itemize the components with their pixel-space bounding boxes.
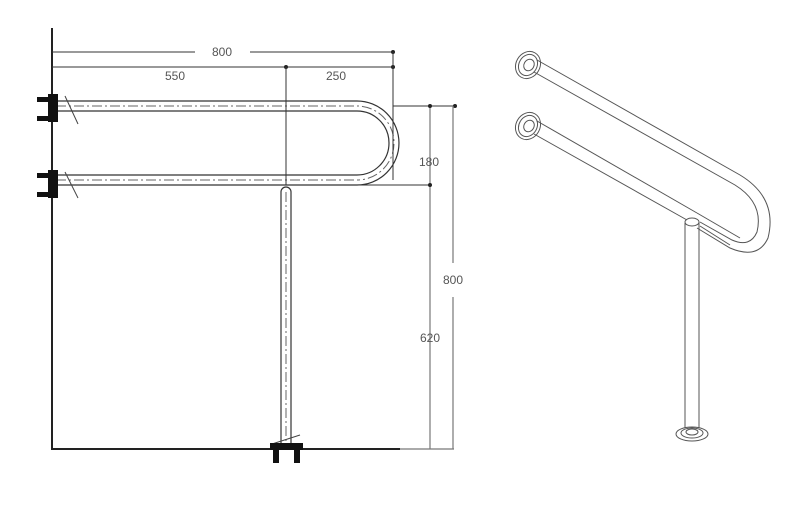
lower-flange-icon bbox=[514, 111, 542, 141]
dim-label-550: 550 bbox=[165, 69, 185, 83]
lower-wall-bracket bbox=[37, 170, 79, 199]
front-view: 800 550 250 180 800 620 bbox=[37, 28, 463, 463]
iso-lower-rail bbox=[536, 120, 698, 214]
dim-label-800-vertical: 800 bbox=[443, 273, 463, 287]
support-leg bbox=[271, 186, 301, 445]
floor-flange-icon bbox=[675, 426, 709, 442]
isometric-view bbox=[514, 50, 771, 442]
dim-label-800-horizontal: 800 bbox=[212, 45, 232, 59]
upper-flange-icon bbox=[514, 50, 542, 80]
dim-label-180: 180 bbox=[419, 155, 439, 169]
dim-label-620: 620 bbox=[420, 331, 440, 345]
lower-rail bbox=[56, 174, 357, 186]
iso-support-leg bbox=[684, 217, 700, 428]
iso-upper-rail bbox=[536, 59, 771, 253]
upper-rail bbox=[56, 100, 400, 186]
dimension-180 bbox=[357, 104, 457, 449]
floor-bracket bbox=[270, 443, 303, 463]
upper-wall-bracket bbox=[37, 94, 79, 125]
dimension-550-250 bbox=[52, 52, 395, 185]
dimension-800-horizontal bbox=[52, 50, 395, 54]
dim-label-250: 250 bbox=[326, 69, 346, 83]
